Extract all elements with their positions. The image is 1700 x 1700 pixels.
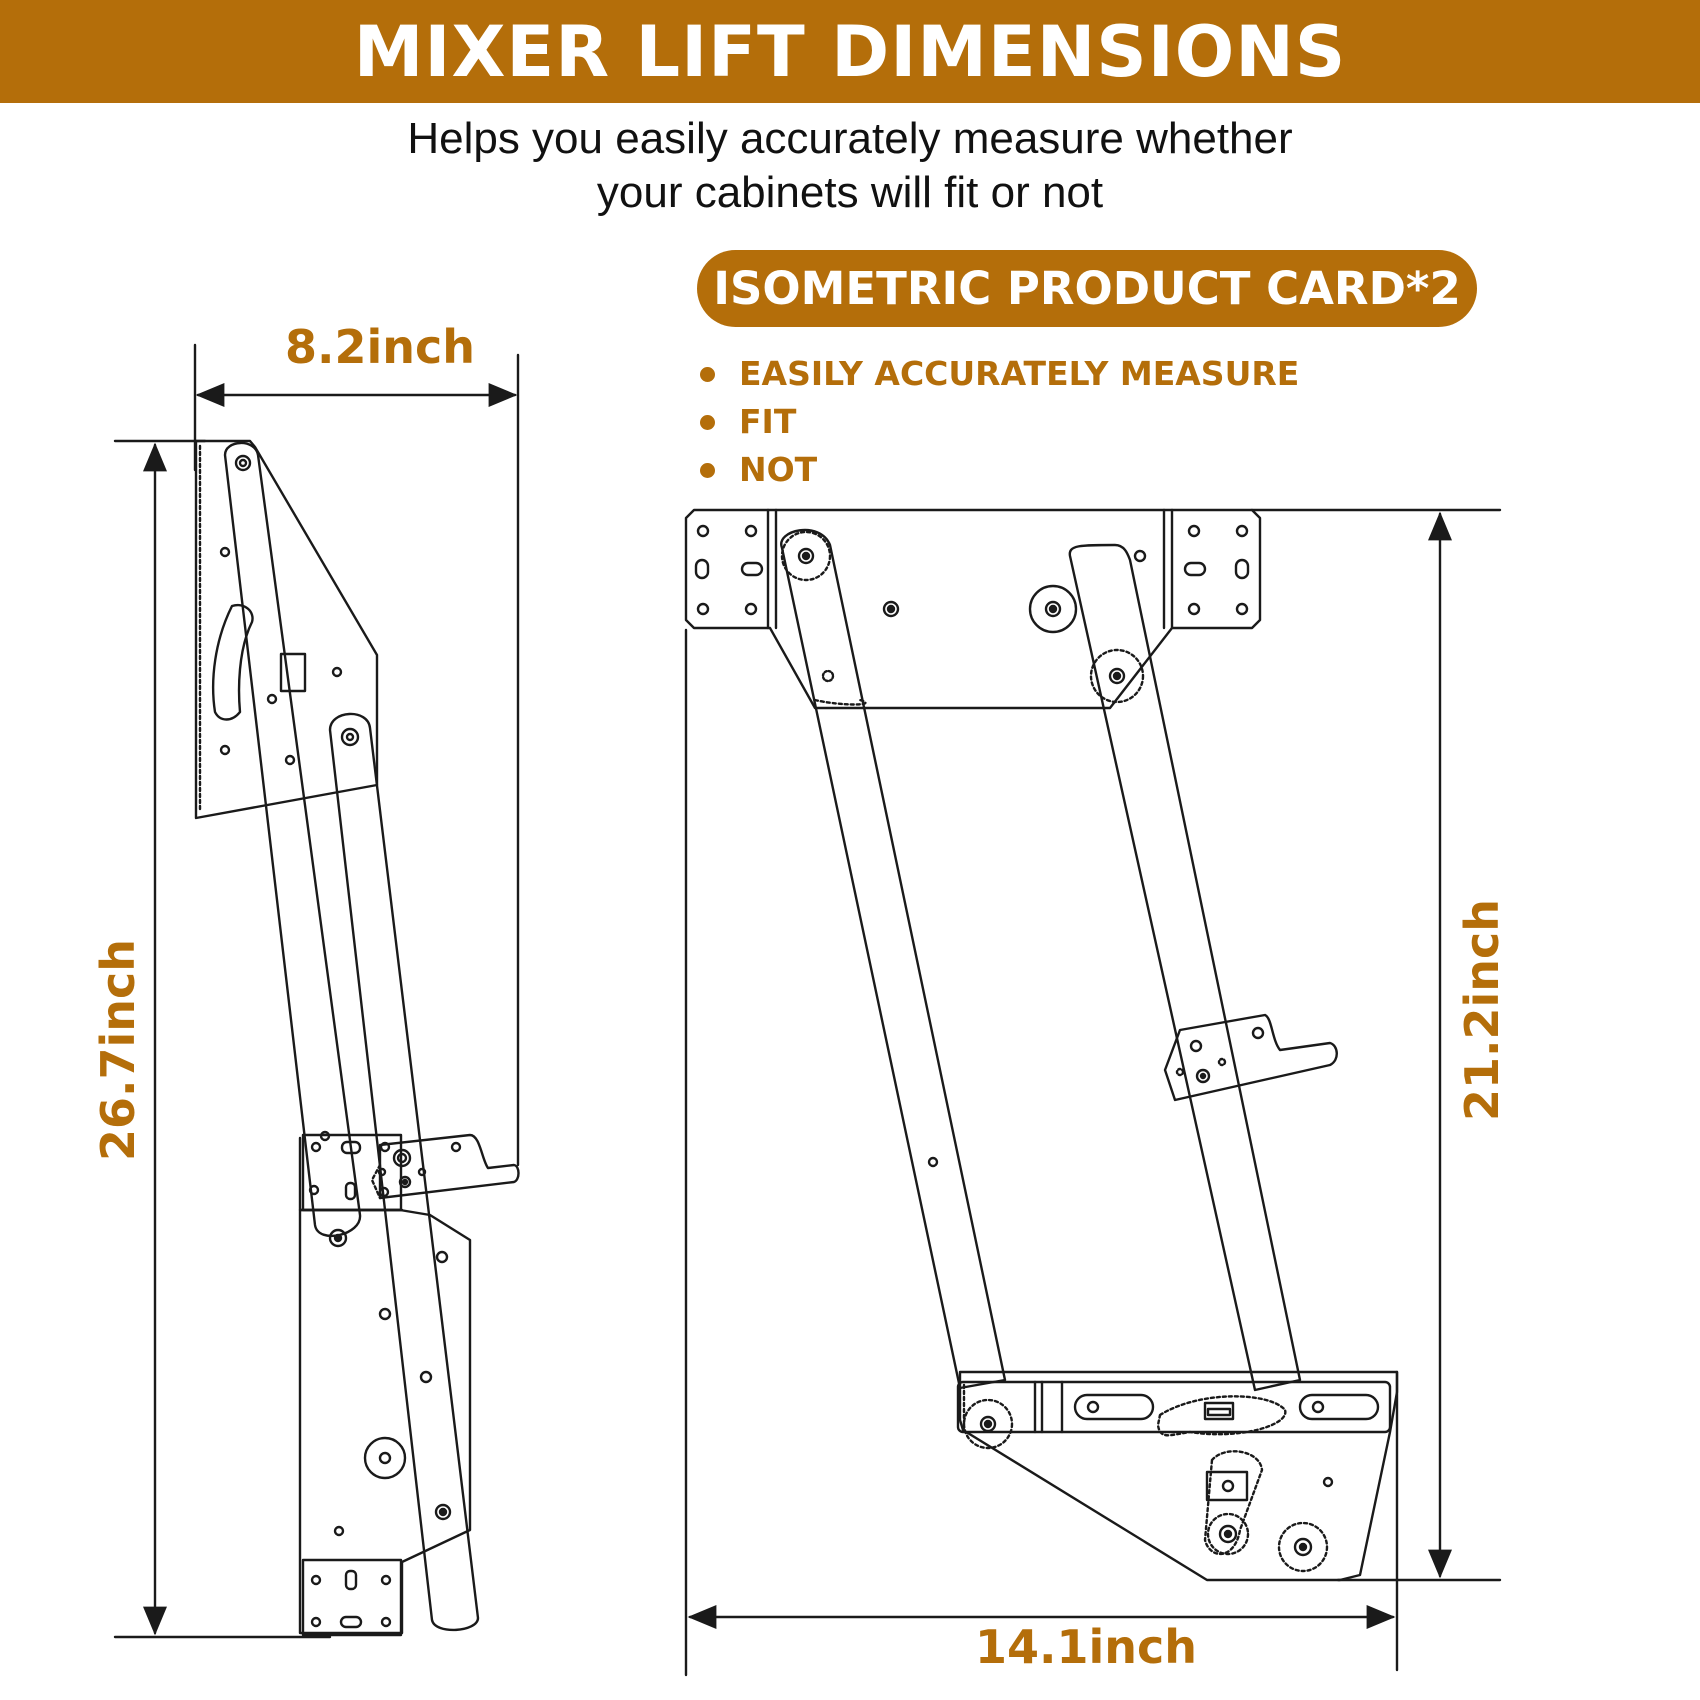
right-height-label: 21.2inch bbox=[1455, 898, 1509, 1122]
intro-line-1: Helps you easily accurately measure whet… bbox=[407, 114, 1293, 163]
feature-item: NOT bbox=[700, 446, 1299, 494]
feature-list: EASILY ACCURATELY MEASURE FIT NOT bbox=[700, 350, 1299, 494]
feature-item: FIT bbox=[700, 398, 1299, 446]
right-width-dimension bbox=[684, 628, 1399, 1677]
bullet-icon bbox=[700, 462, 715, 478]
left-lift-mechanism bbox=[194, 439, 520, 1637]
intro-text: Helps you easily accurately measure whet… bbox=[0, 112, 1700, 220]
product-card-badge: ISOMETRIC PRODUCT CARD*2 bbox=[697, 250, 1477, 327]
left-height-dimension bbox=[113, 439, 332, 1639]
right-width-label: 14.1inch bbox=[975, 1620, 1198, 1674]
feature-item: EASILY ACCURATELY MEASURE bbox=[700, 350, 1299, 398]
right-lift-mechanism bbox=[684, 508, 1399, 1582]
intro-line-2: your cabinets will fit or not bbox=[596, 168, 1104, 217]
bullet-icon bbox=[700, 366, 715, 382]
page-title: MIXER LIFT DIMENSIONS bbox=[0, 0, 1700, 103]
right-height-dimension bbox=[1250, 508, 1502, 1582]
bullet-icon bbox=[700, 414, 715, 430]
left-height-label: 26.7inch bbox=[91, 938, 145, 1162]
left-width-dimension bbox=[193, 343, 520, 1167]
left-width-label: 8.2inch bbox=[285, 320, 476, 374]
